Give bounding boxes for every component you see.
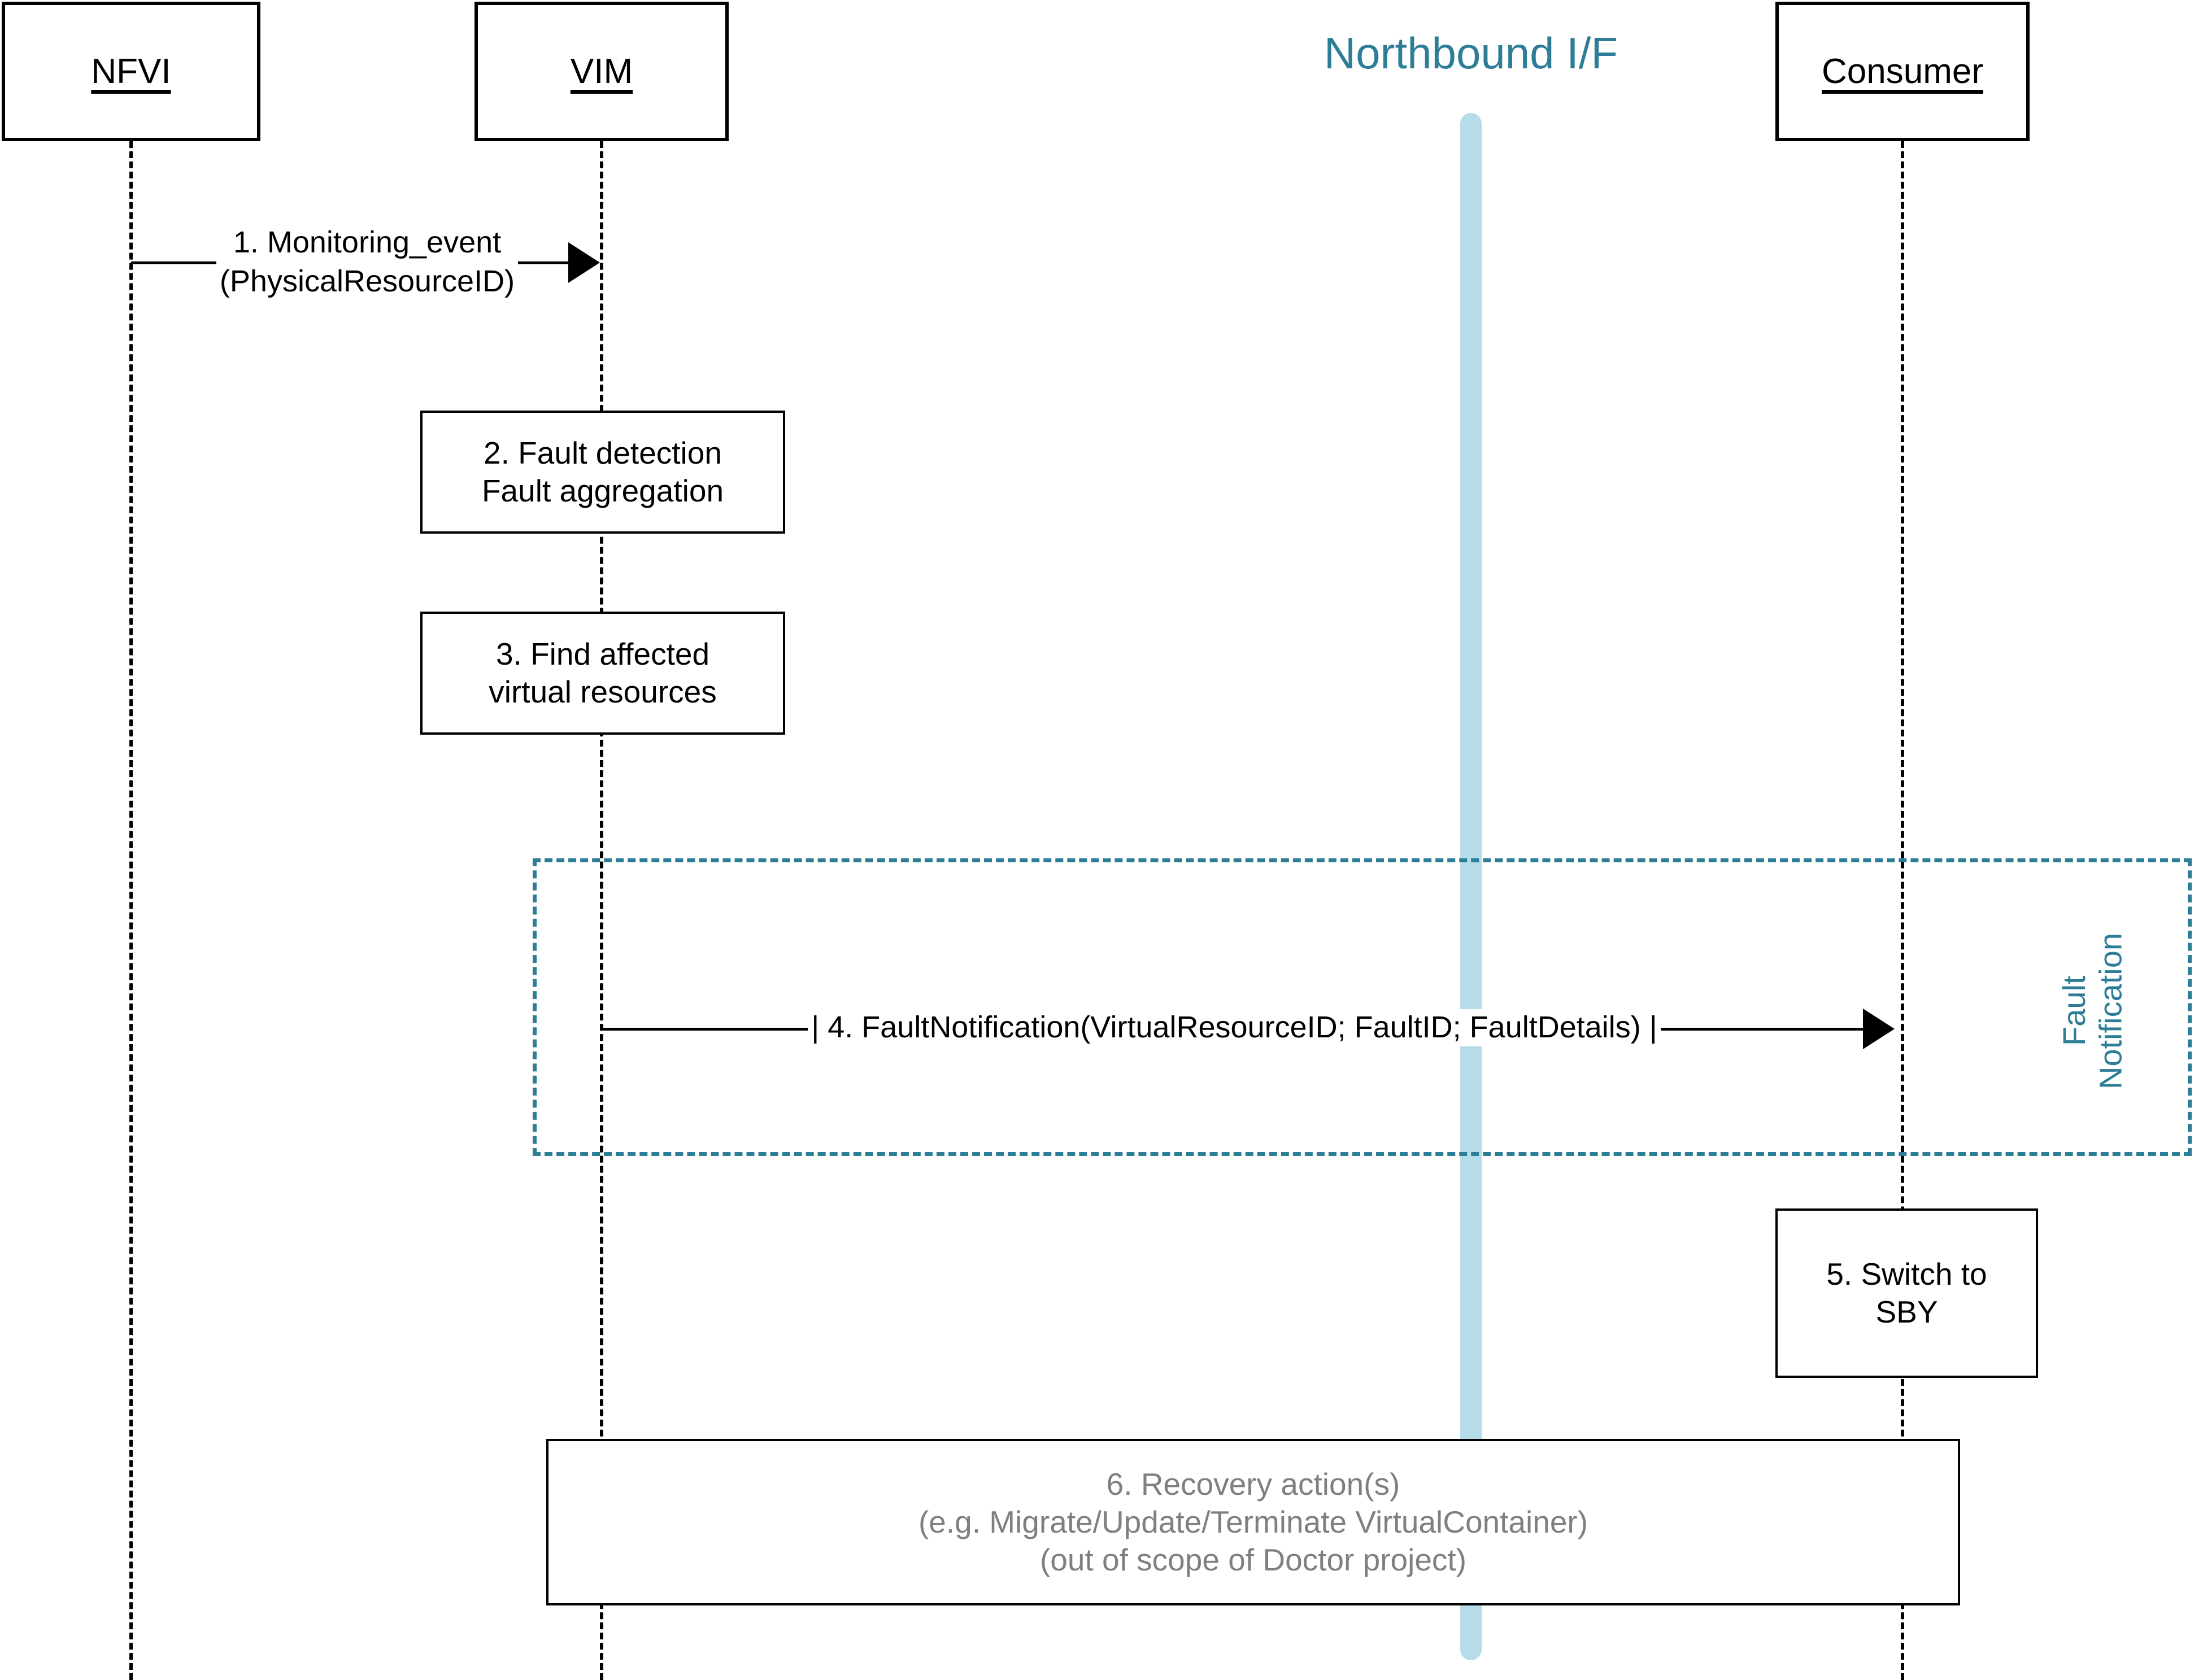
message-1-label-line2: (PhysicalResourceID) (219, 264, 515, 299)
lifeline-vim (600, 141, 603, 1680)
lifeline-header-nfvi-label: NFVI (91, 51, 171, 91)
fragment-label-line1: Fault (2056, 975, 2092, 1046)
lifeline-nfvi (129, 141, 133, 1680)
action-box-fault-detection[interactable]: 2. Fault detection Fault aggregation (420, 411, 785, 534)
message-1-label-line1: 1. Monitoring_event (233, 225, 502, 259)
action-box-switch-to-sby[interactable]: 5. Switch to SBY (1775, 1208, 2038, 1378)
lifeline-header-consumer-label: Consumer (1822, 51, 1983, 91)
action-box-recovery-actions-line3: (out of scope of Doctor project) (1039, 1542, 1467, 1578)
action-box-fault-detection-line2: Fault aggregation (481, 473, 724, 508)
fragment-label-line2: Notification (2092, 932, 2128, 1089)
lifeline-header-consumer[interactable]: Consumer (1775, 2, 2030, 141)
action-box-switch-to-sby-line1: 5. Switch to (1826, 1256, 1987, 1291)
message-4-label: | 4. FaultNotification(VirtualResourceID… (808, 1009, 1661, 1046)
northbound-interface-title: Northbound I/F (1323, 28, 1618, 78)
action-box-find-affected-resources-line1: 3. Find affected (495, 636, 710, 671)
message-1-arrowhead-icon (568, 242, 600, 283)
action-box-recovery-actions-line1: 6. Recovery action(s) (1106, 1466, 1400, 1502)
message-1-label: 1. Monitoring_event (PhysicalResourceID) (216, 223, 519, 302)
action-box-fault-detection-line1: 2. Fault detection (484, 435, 722, 470)
lifeline-header-vim-label: VIM (570, 51, 633, 91)
lifeline-consumer (1901, 141, 1904, 1680)
fragment-fault-notification-label: Fault Notification (2056, 892, 2129, 1129)
lifeline-header-vim[interactable]: VIM (474, 2, 729, 141)
lifeline-header-nfvi[interactable]: NFVI (2, 2, 260, 141)
action-box-find-affected-resources[interactable]: 3. Find affected virtual resources (420, 612, 785, 735)
message-4-arrowhead-icon (1863, 1009, 1895, 1049)
action-box-find-affected-resources-line2: virtual resources (489, 674, 717, 709)
northbound-interface-bar (1460, 113, 1482, 1660)
fragment-fault-notification[interactable] (533, 858, 2192, 1156)
action-box-switch-to-sby-line2: SBY (1875, 1294, 1938, 1329)
action-box-recovery-actions[interactable]: 6. Recovery action(s) (e.g. Migrate/Upda… (546, 1439, 1960, 1605)
action-box-recovery-actions-line2: (e.g. Migrate/Update/Terminate VirtualCo… (918, 1504, 1588, 1539)
